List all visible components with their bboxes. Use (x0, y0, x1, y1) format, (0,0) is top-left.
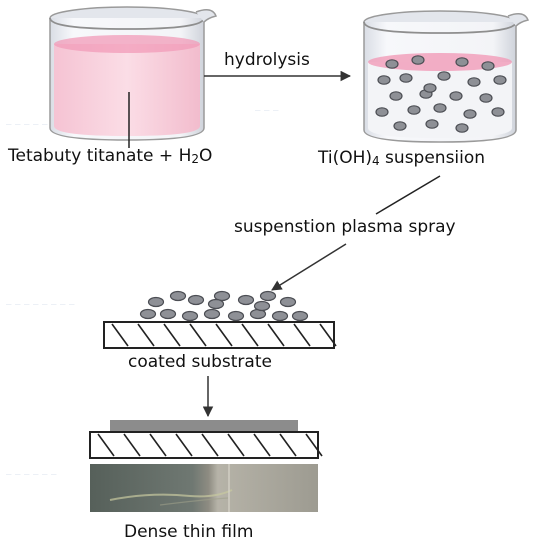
hatch-line (293, 323, 311, 347)
particle-icon (479, 93, 493, 103)
particle-icon (139, 308, 157, 320)
particle-icon (253, 300, 271, 312)
hatch-line (241, 323, 259, 347)
particle-icon (159, 308, 177, 320)
pointer-line (375, 175, 441, 215)
particle-icon (207, 298, 225, 310)
particle-icon (393, 121, 407, 131)
particle-icon (411, 55, 425, 65)
particle-icon (147, 296, 165, 308)
hatch-line (253, 433, 271, 457)
hatch-line (305, 433, 323, 457)
particle-icon (181, 310, 199, 322)
particle-icon (433, 103, 447, 113)
particle-icon (449, 91, 463, 101)
hatch-line (137, 323, 155, 347)
particle-icon (259, 290, 277, 302)
particle-icon (399, 73, 413, 83)
particle-icon (437, 71, 451, 81)
film-photo (90, 464, 318, 512)
reactants-label: Tetabuty titanate + H2O (8, 146, 213, 166)
ghost-text: _ _ _ _ _ _ (6, 112, 57, 125)
beaker-icon (49, 6, 218, 141)
hatch-line (123, 433, 141, 457)
particle-icon (389, 91, 403, 101)
hatch-line (189, 323, 207, 347)
coated-substrate-label: coated substrate (128, 352, 272, 372)
particle-icon (455, 123, 469, 133)
particle-group (375, 55, 507, 133)
hatch-line (215, 323, 233, 347)
hatch-line (97, 433, 115, 457)
ghost-text: _ _ _ (255, 98, 279, 111)
dense-film-label: Dense thin film (124, 522, 254, 542)
particle-icon (237, 294, 255, 306)
hatch-line (111, 323, 129, 347)
particle-icon (187, 294, 205, 306)
particle-icon (203, 308, 221, 320)
particle-group (139, 290, 309, 322)
particle-icon (491, 107, 505, 117)
hatch-line (319, 323, 337, 347)
coated-substrate-icon (103, 321, 337, 349)
hatch-line (175, 433, 193, 457)
hatch-line (149, 433, 167, 457)
particle-icon (375, 107, 389, 117)
particle-icon (407, 105, 421, 115)
particle-icon (423, 83, 437, 93)
hatch-line (279, 433, 297, 457)
hatch-line (201, 433, 219, 457)
particle-icon (481, 61, 495, 71)
particle-icon (467, 77, 481, 87)
dense-film-substrate-icon (89, 420, 323, 459)
particle-icon (279, 296, 297, 308)
particle-icon (377, 75, 391, 85)
arrow-icon (271, 243, 347, 291)
suspension-label: Ti(OH)4 suspensiion (318, 148, 486, 168)
ghost-text: _ _ _ _ _ _ (6, 462, 57, 475)
spray-label: suspenstion plasma spray (234, 217, 456, 237)
hatch-line (267, 323, 285, 347)
particle-icon (455, 57, 469, 67)
particle-icon (169, 290, 187, 302)
particle-icon (425, 119, 439, 129)
particle-icon (291, 310, 309, 322)
hatch-line (227, 433, 245, 457)
ghost-text: _ _ _ _ _ _ _ _ (6, 292, 75, 305)
particle-icon (493, 75, 507, 85)
particle-icon (213, 290, 231, 302)
particle-icon (227, 310, 245, 322)
particle-icon (463, 109, 477, 119)
particle-icon (385, 59, 399, 69)
particle-icon (271, 310, 289, 322)
hydrolysis-label: hydrolysis (224, 50, 310, 70)
hatch-line (163, 323, 181, 347)
